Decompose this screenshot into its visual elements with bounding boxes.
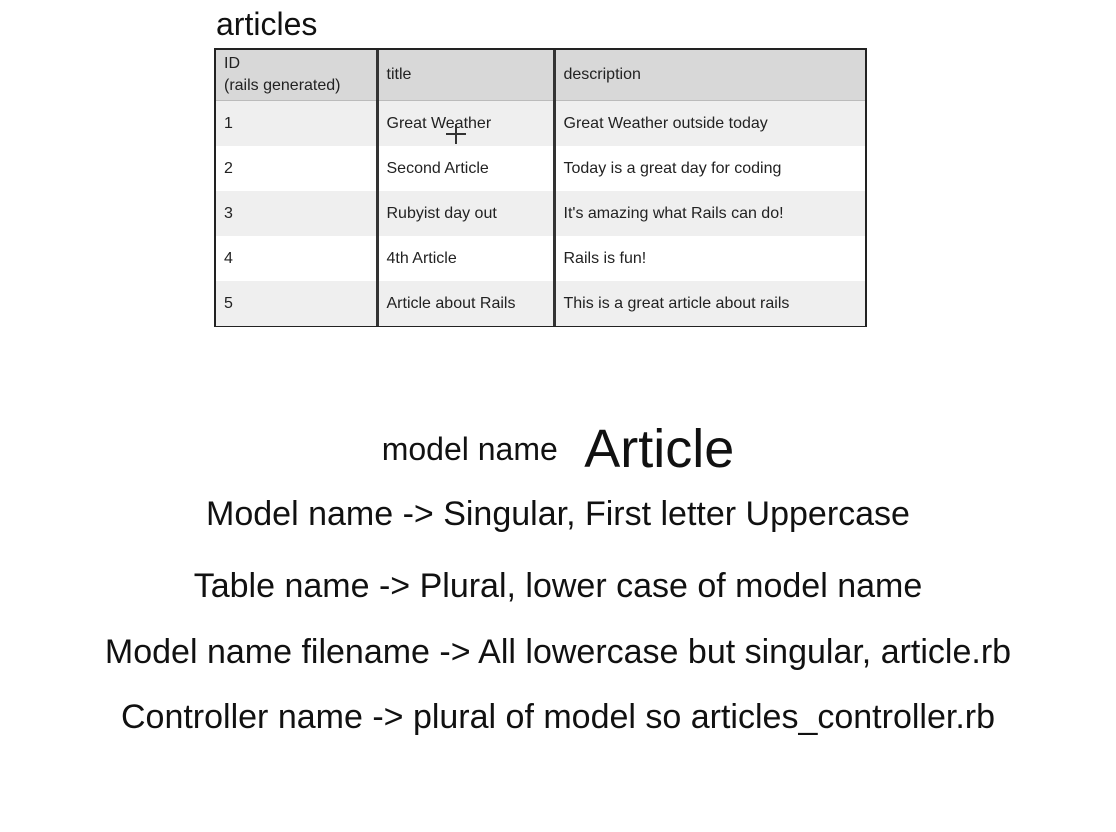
header-id: ID (rails generated)	[216, 50, 379, 101]
rule-model-filename: Model name filename -> All lowercase but…	[104, 633, 1012, 671]
cell-id: 3	[216, 191, 379, 236]
rule-model-name: Model name -> Singular, First letter Upp…	[206, 495, 910, 533]
articles-table: ID (rails generated) title description 1…	[214, 48, 867, 327]
table-title: articles	[216, 6, 318, 42]
cell-title: Rubyist day out	[377, 191, 556, 236]
table-row: 1 Great Weather Great Weather outside to…	[216, 100, 865, 146]
rule-table-name: Table name -> Plural, lower case of mode…	[193, 567, 923, 605]
cell-title: Article about Rails	[377, 281, 556, 326]
header-id-label: ID	[224, 55, 240, 72]
cell-description: This is a great article about rails	[554, 281, 865, 326]
cell-description: Today is a great day for coding	[554, 146, 865, 191]
model-name-label: model name	[381, 430, 558, 467]
table-row: 3 Rubyist day out It's amazing what Rail…	[216, 191, 865, 236]
cell-title: Great Weather	[377, 100, 556, 146]
cell-id: 1	[216, 100, 379, 146]
table-row: 4 4th Article Rails is fun!	[216, 236, 865, 281]
table-row: 2 Second Article Today is a great day fo…	[216, 146, 865, 191]
cell-id: 2	[216, 146, 379, 191]
cell-id: 4	[216, 236, 379, 281]
header-title: title	[377, 50, 556, 101]
table-row: 5 Article about Rails This is a great ar…	[216, 281, 865, 326]
cell-id: 5	[216, 281, 379, 326]
cell-title: 4th Article	[377, 236, 556, 281]
model-name-line: model name Article	[0, 418, 1116, 479]
rule-controller-name: Controller name -> plural of model so ar…	[120, 698, 995, 736]
table-header-row: ID (rails generated) title description	[216, 50, 865, 101]
cell-description: It's amazing what Rails can do!	[554, 191, 865, 236]
model-name-value: Article	[584, 419, 735, 479]
header-description: description	[554, 50, 865, 101]
cell-description: Rails is fun!	[554, 236, 865, 281]
cell-description: Great Weather outside today	[554, 100, 865, 146]
header-id-note: (rails generated)	[224, 77, 341, 94]
cell-title: Second Article	[377, 146, 556, 191]
